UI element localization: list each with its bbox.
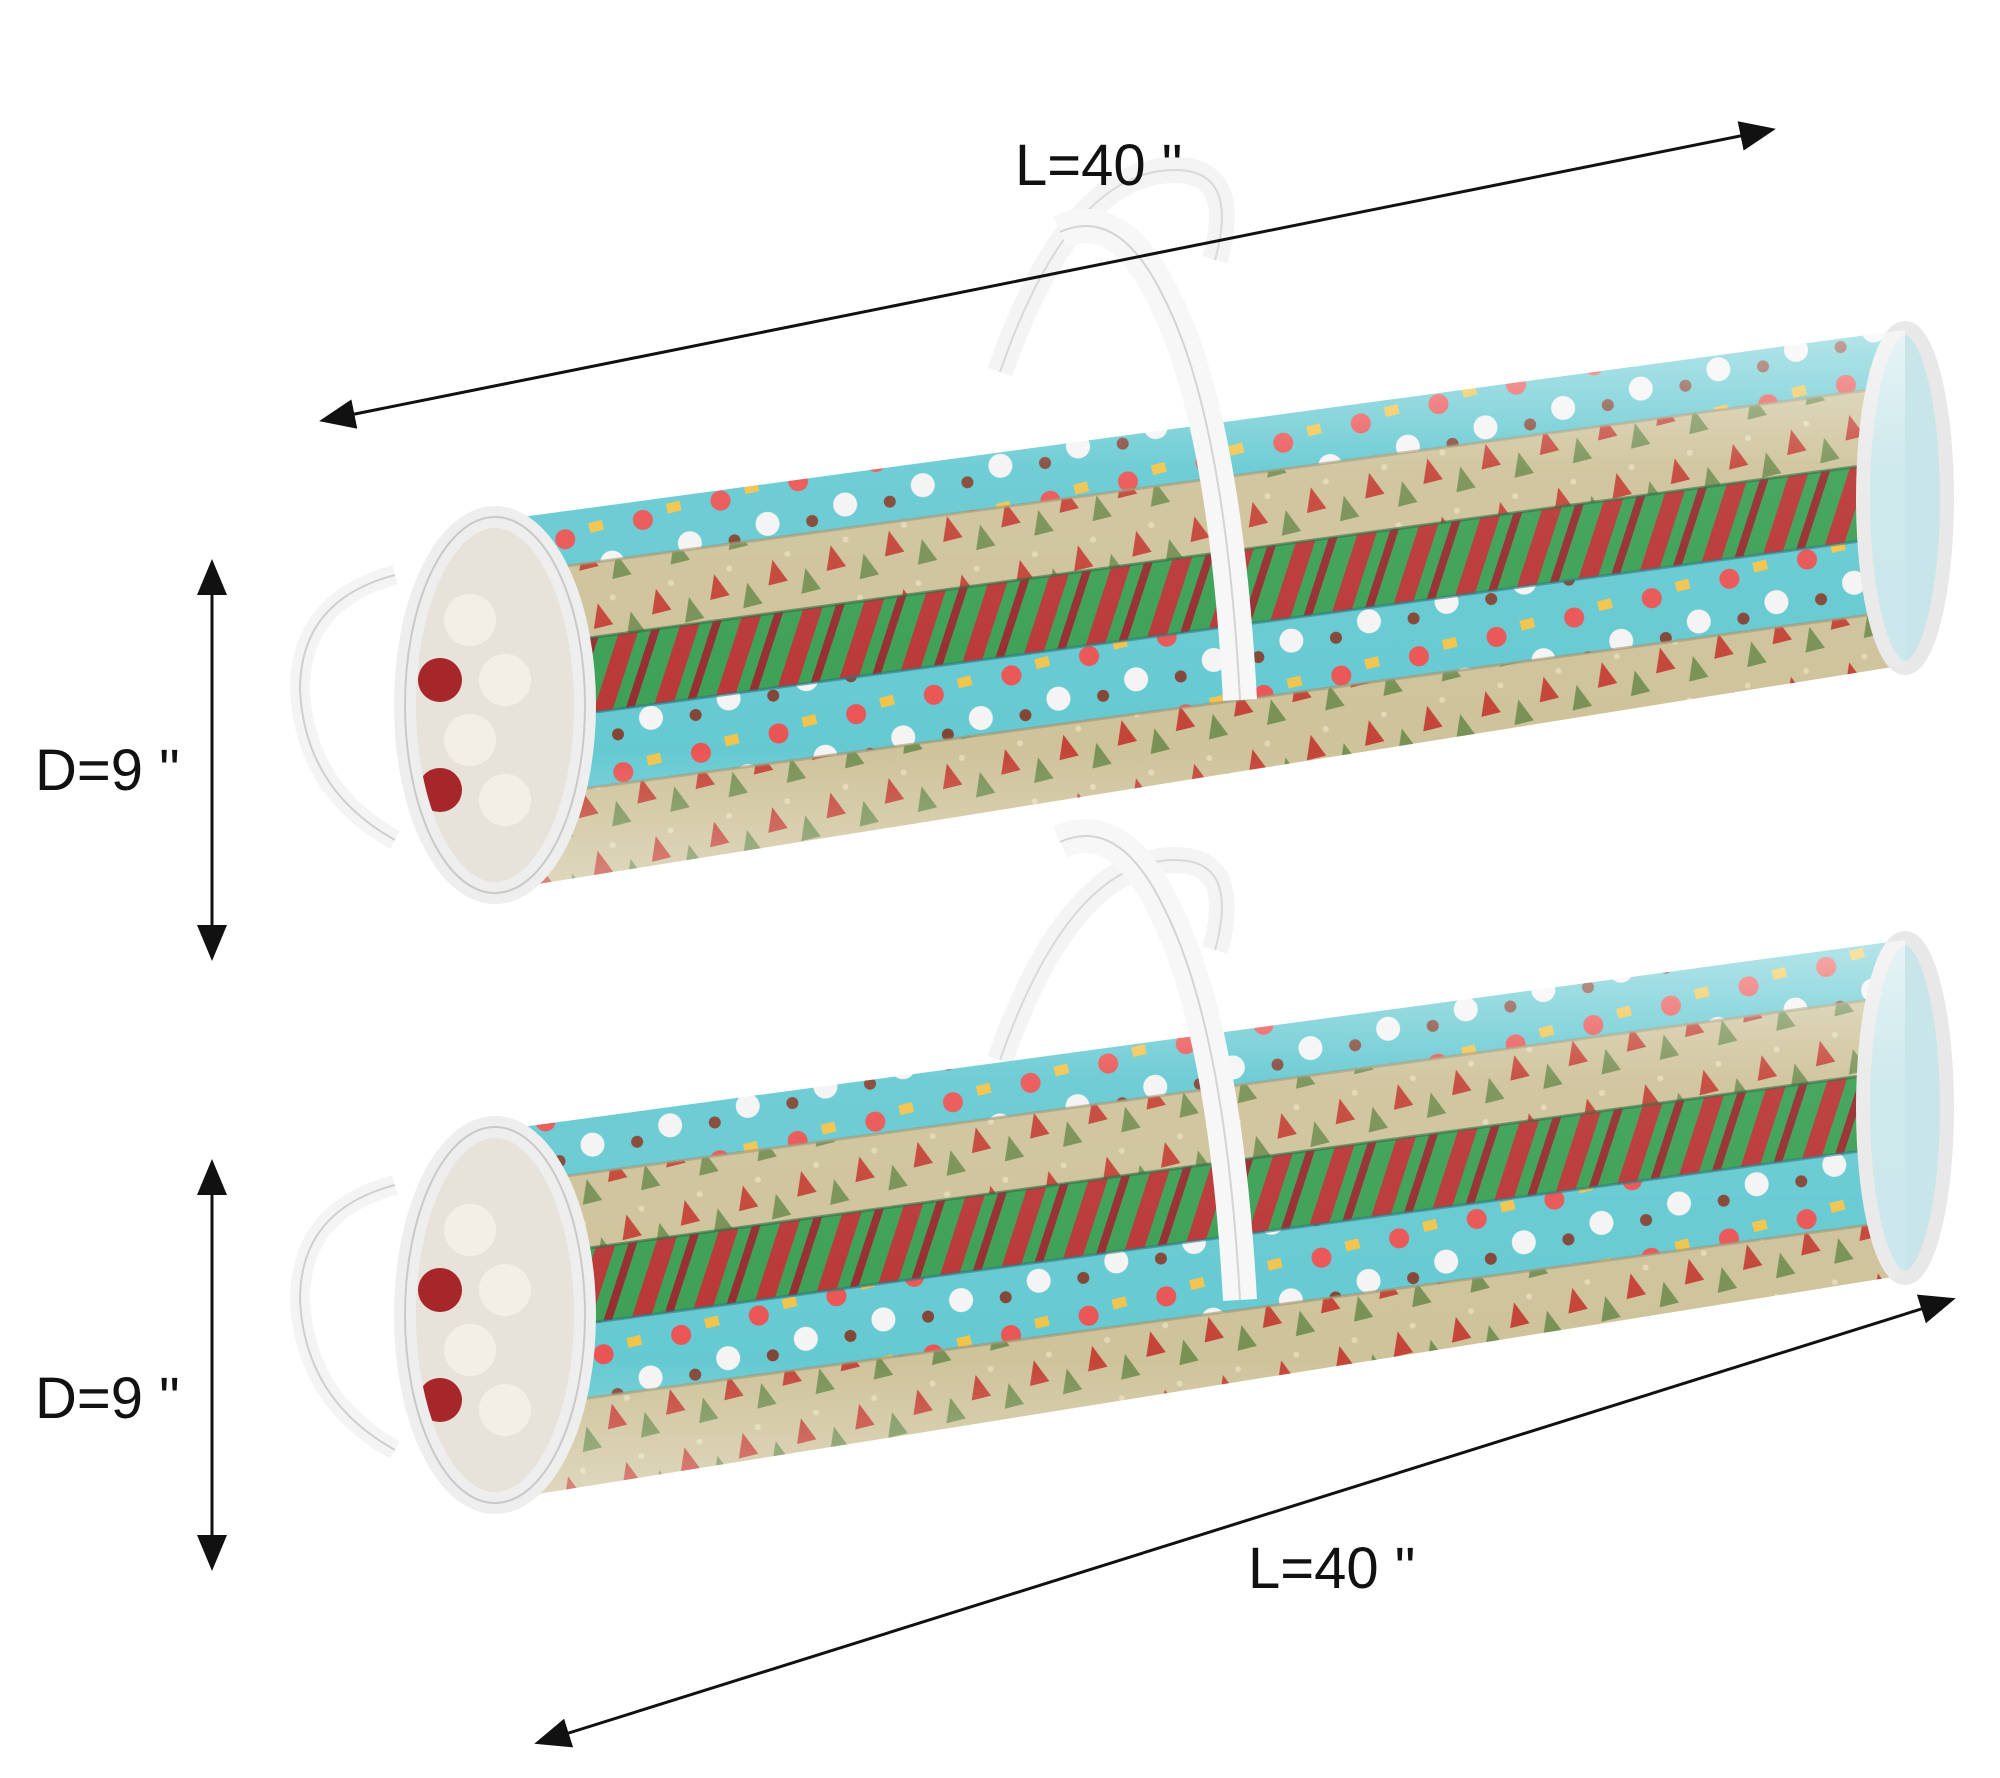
- length-arrow-top: [319, 121, 1776, 429]
- top-length-label: L=40 ": [1015, 133, 1182, 198]
- bottom-diameter-label: D=9 ": [35, 1366, 180, 1431]
- top-diameter-label: D=9 ": [35, 738, 180, 803]
- bag-bottom-end-handle: [289, 1175, 400, 1459]
- bag-bottom-end-cap-left: [394, 1116, 596, 1514]
- storage-bag-top: [289, 156, 1954, 904]
- bag-top-end-handle: [289, 565, 400, 849]
- length-arrow-bottom: [534, 1294, 1956, 1748]
- bottom-length-label: L=40 ": [1248, 1536, 1415, 1601]
- bag-top-end-cap-left: [394, 506, 596, 904]
- storage-bag-bottom: [289, 819, 1954, 1514]
